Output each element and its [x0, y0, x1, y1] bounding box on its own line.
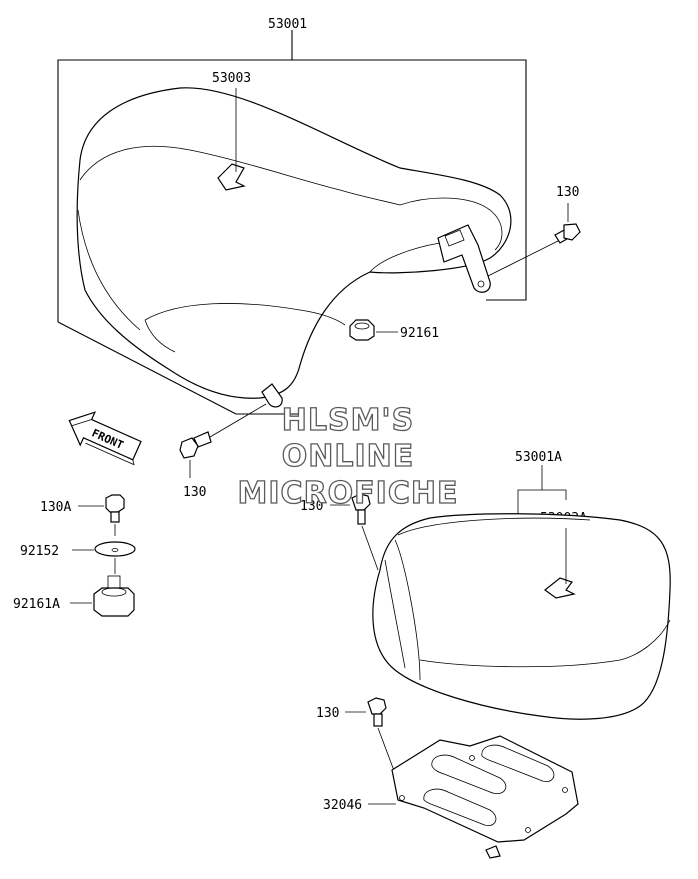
part-label-32046: 32046: [323, 798, 362, 813]
front-arrow-icon: FRONT: [68, 411, 142, 466]
bracket-32046: [368, 735, 579, 859]
assembly-53001-frame: [57, 30, 527, 415]
rubber-92161: [349, 319, 398, 341]
watermark: HLSM'S ONLINE MICROFICHE: [237, 402, 459, 511]
part-label-130A: 130A: [40, 500, 71, 515]
bolt-130-right: [487, 203, 581, 277]
rubber-92161A: [70, 575, 135, 617]
assembly-53001A-leaders: [517, 465, 567, 528]
part-label-92161A: 92161A: [13, 597, 60, 612]
washer-92152: [72, 541, 136, 574]
part-label-130-left: 130: [183, 485, 206, 500]
passenger-seat-illustration: [372, 513, 671, 720]
part-label-53003: 53003: [212, 71, 251, 86]
part-label-92152: 92152: [20, 544, 59, 559]
main-seat-illustration: [76, 87, 512, 408]
bolt-130-left: [179, 403, 267, 478]
part-label-130-lower: 130: [316, 706, 339, 721]
watermark-line-1: HLSM'S: [282, 403, 414, 438]
watermark-line-2: ONLINE: [282, 439, 415, 474]
part-label-53001A: 53001A: [515, 450, 562, 465]
part-label-92161: 92161: [400, 326, 439, 341]
watermark-line-3: MICROFICHE: [238, 476, 459, 511]
part-label-130-mid: 130: [300, 499, 323, 514]
part-label-130-right: 130: [556, 185, 579, 200]
part-label-53001: 53001: [268, 17, 307, 32]
bolt-130-lower: [345, 697, 397, 777]
bolt-130-mid: [330, 493, 379, 571]
bolt-130A: [78, 494, 125, 536]
